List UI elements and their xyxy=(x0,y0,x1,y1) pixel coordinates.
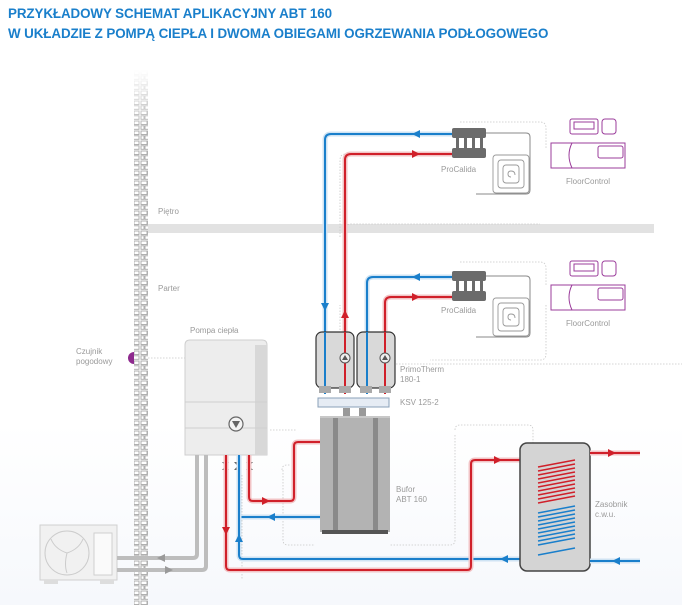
dhw-tank-label-1: Zasobnik xyxy=(595,500,628,509)
manifold-lower xyxy=(452,271,531,338)
heat-pump-circuit-pipes xyxy=(222,439,530,573)
floorcontrol-upper-label: FloorControl xyxy=(566,177,611,186)
ksv-label: KSV 125-2 xyxy=(400,398,439,407)
floorcontrol-lower-label: FloorControl xyxy=(566,319,611,328)
pump-group-primotherm xyxy=(315,331,396,394)
buffer-tank-abt160 xyxy=(320,416,390,534)
diagram-title-line1: PRZYKŁADOWY SCHEMAT APLIKACYJNY ABT 160 xyxy=(8,6,332,21)
dhw-tank-label-2: c.w.u. xyxy=(595,510,616,519)
flow-arrow-icon xyxy=(412,130,420,138)
refrigerant-pipes xyxy=(117,455,208,574)
floor-coil-upper-icon xyxy=(492,154,530,194)
manifold-upper xyxy=(452,128,531,195)
exterior-wall xyxy=(134,70,148,605)
floorcontrol-lower xyxy=(550,260,626,311)
buffer-label-1: Bufor xyxy=(396,485,416,494)
procalida-upper-label: ProCalida xyxy=(441,165,477,174)
distributor-ksv xyxy=(317,386,391,417)
flow-arrow-icon xyxy=(412,150,420,158)
diagram-title-line2: W UKŁADZIE Z POMPĄ CIEPŁA I DWOMA OBIEGA… xyxy=(8,26,549,41)
flow-arrow-icon xyxy=(321,303,329,311)
weather-sensor-icon xyxy=(128,352,134,364)
primotherm-label-1: PrimoTherm xyxy=(400,365,445,374)
heat-pump-label: Pompa ciepła xyxy=(190,326,239,335)
dhw-tank xyxy=(519,442,640,572)
floorcontrol-upper xyxy=(550,118,626,169)
weather-sensor-label-2: pogodowy xyxy=(76,357,113,366)
buffer-label-2: ABT 160 xyxy=(396,495,427,504)
floor-slab xyxy=(148,224,654,233)
flow-arrow-icon xyxy=(341,310,349,318)
procalida-lower-label: ProCalida xyxy=(441,306,477,315)
heat-pump-outdoor-unit xyxy=(39,524,118,584)
weather-sensor-label-1: Czujnik xyxy=(76,347,103,356)
zone-label-ground-floor: Parter xyxy=(158,284,180,293)
upper-heating-circuit xyxy=(321,130,452,360)
floor-coil-lower-icon xyxy=(492,297,530,337)
zone-label-upper-floor: Piętro xyxy=(158,207,179,216)
fan-icon xyxy=(50,538,84,574)
primotherm-label-2: 180-1 xyxy=(400,375,421,384)
lower-heating-circuit xyxy=(364,273,452,360)
heat-pump-indoor-unit xyxy=(184,339,268,456)
